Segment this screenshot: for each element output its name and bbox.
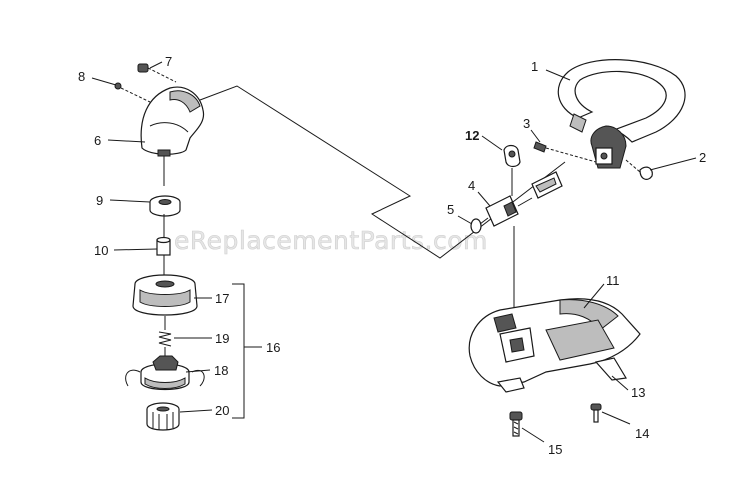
shaft-outline	[199, 85, 566, 259]
loop-handle-part-1[interactable]	[557, 59, 686, 169]
callout-7: 7	[165, 54, 172, 69]
bump-knob-part-20[interactable]	[146, 402, 180, 431]
callout-12: 12	[465, 128, 479, 143]
leader-lines	[91, 61, 697, 443]
screw-part-14[interactable]	[590, 403, 602, 423]
clip-part-12[interactable]	[503, 144, 521, 197]
callout-20: 20	[215, 403, 229, 418]
clamp-part-2[interactable]	[625, 159, 653, 180]
callout-8: 8	[78, 69, 85, 84]
screw-part-3[interactable]	[533, 141, 597, 163]
spring-part-19[interactable]	[158, 331, 172, 347]
sleeve-part-4[interactable]	[485, 195, 533, 227]
callout-1: 1	[531, 59, 538, 74]
callout-4: 4	[468, 178, 475, 193]
callout-11: 11	[606, 273, 620, 288]
callout-18: 18	[214, 363, 228, 378]
bearing-part-9[interactable]	[149, 195, 181, 217]
callout-labels: 1 2 3 4 5 6 7 8 9 10 11 12 13 14 15 16 1…	[78, 54, 706, 457]
watermark-text: eReplacementParts.com	[174, 226, 488, 255]
screw-part-7[interactable]	[137, 63, 177, 83]
callout-5: 5	[447, 202, 454, 217]
ring-part-5[interactable]	[470, 217, 489, 234]
bolt-part-15[interactable]	[509, 411, 523, 437]
shaft-tube	[531, 171, 563, 199]
trimmer-head-housing-part-17[interactable]	[132, 274, 198, 330]
screw-part-8[interactable]	[114, 82, 151, 103]
callout-3: 3	[523, 116, 530, 131]
callout-13: 13	[631, 385, 645, 400]
callout-16: 16	[266, 340, 280, 355]
callout-17: 17	[215, 291, 229, 306]
callout-10: 10	[94, 243, 108, 258]
callout-9: 9	[96, 193, 103, 208]
spacer-part-10[interactable]	[156, 236, 171, 256]
callout-19: 19	[215, 331, 229, 346]
bracket-16	[232, 283, 245, 419]
gear-housing-part-6[interactable]	[140, 86, 205, 186]
callout-2: 2	[699, 150, 706, 165]
callout-15: 15	[548, 442, 562, 457]
callout-6: 6	[94, 133, 101, 148]
spool-part-18[interactable]	[125, 355, 205, 391]
callout-14: 14	[635, 426, 649, 441]
debris-guard-part-11[interactable]	[468, 298, 641, 393]
